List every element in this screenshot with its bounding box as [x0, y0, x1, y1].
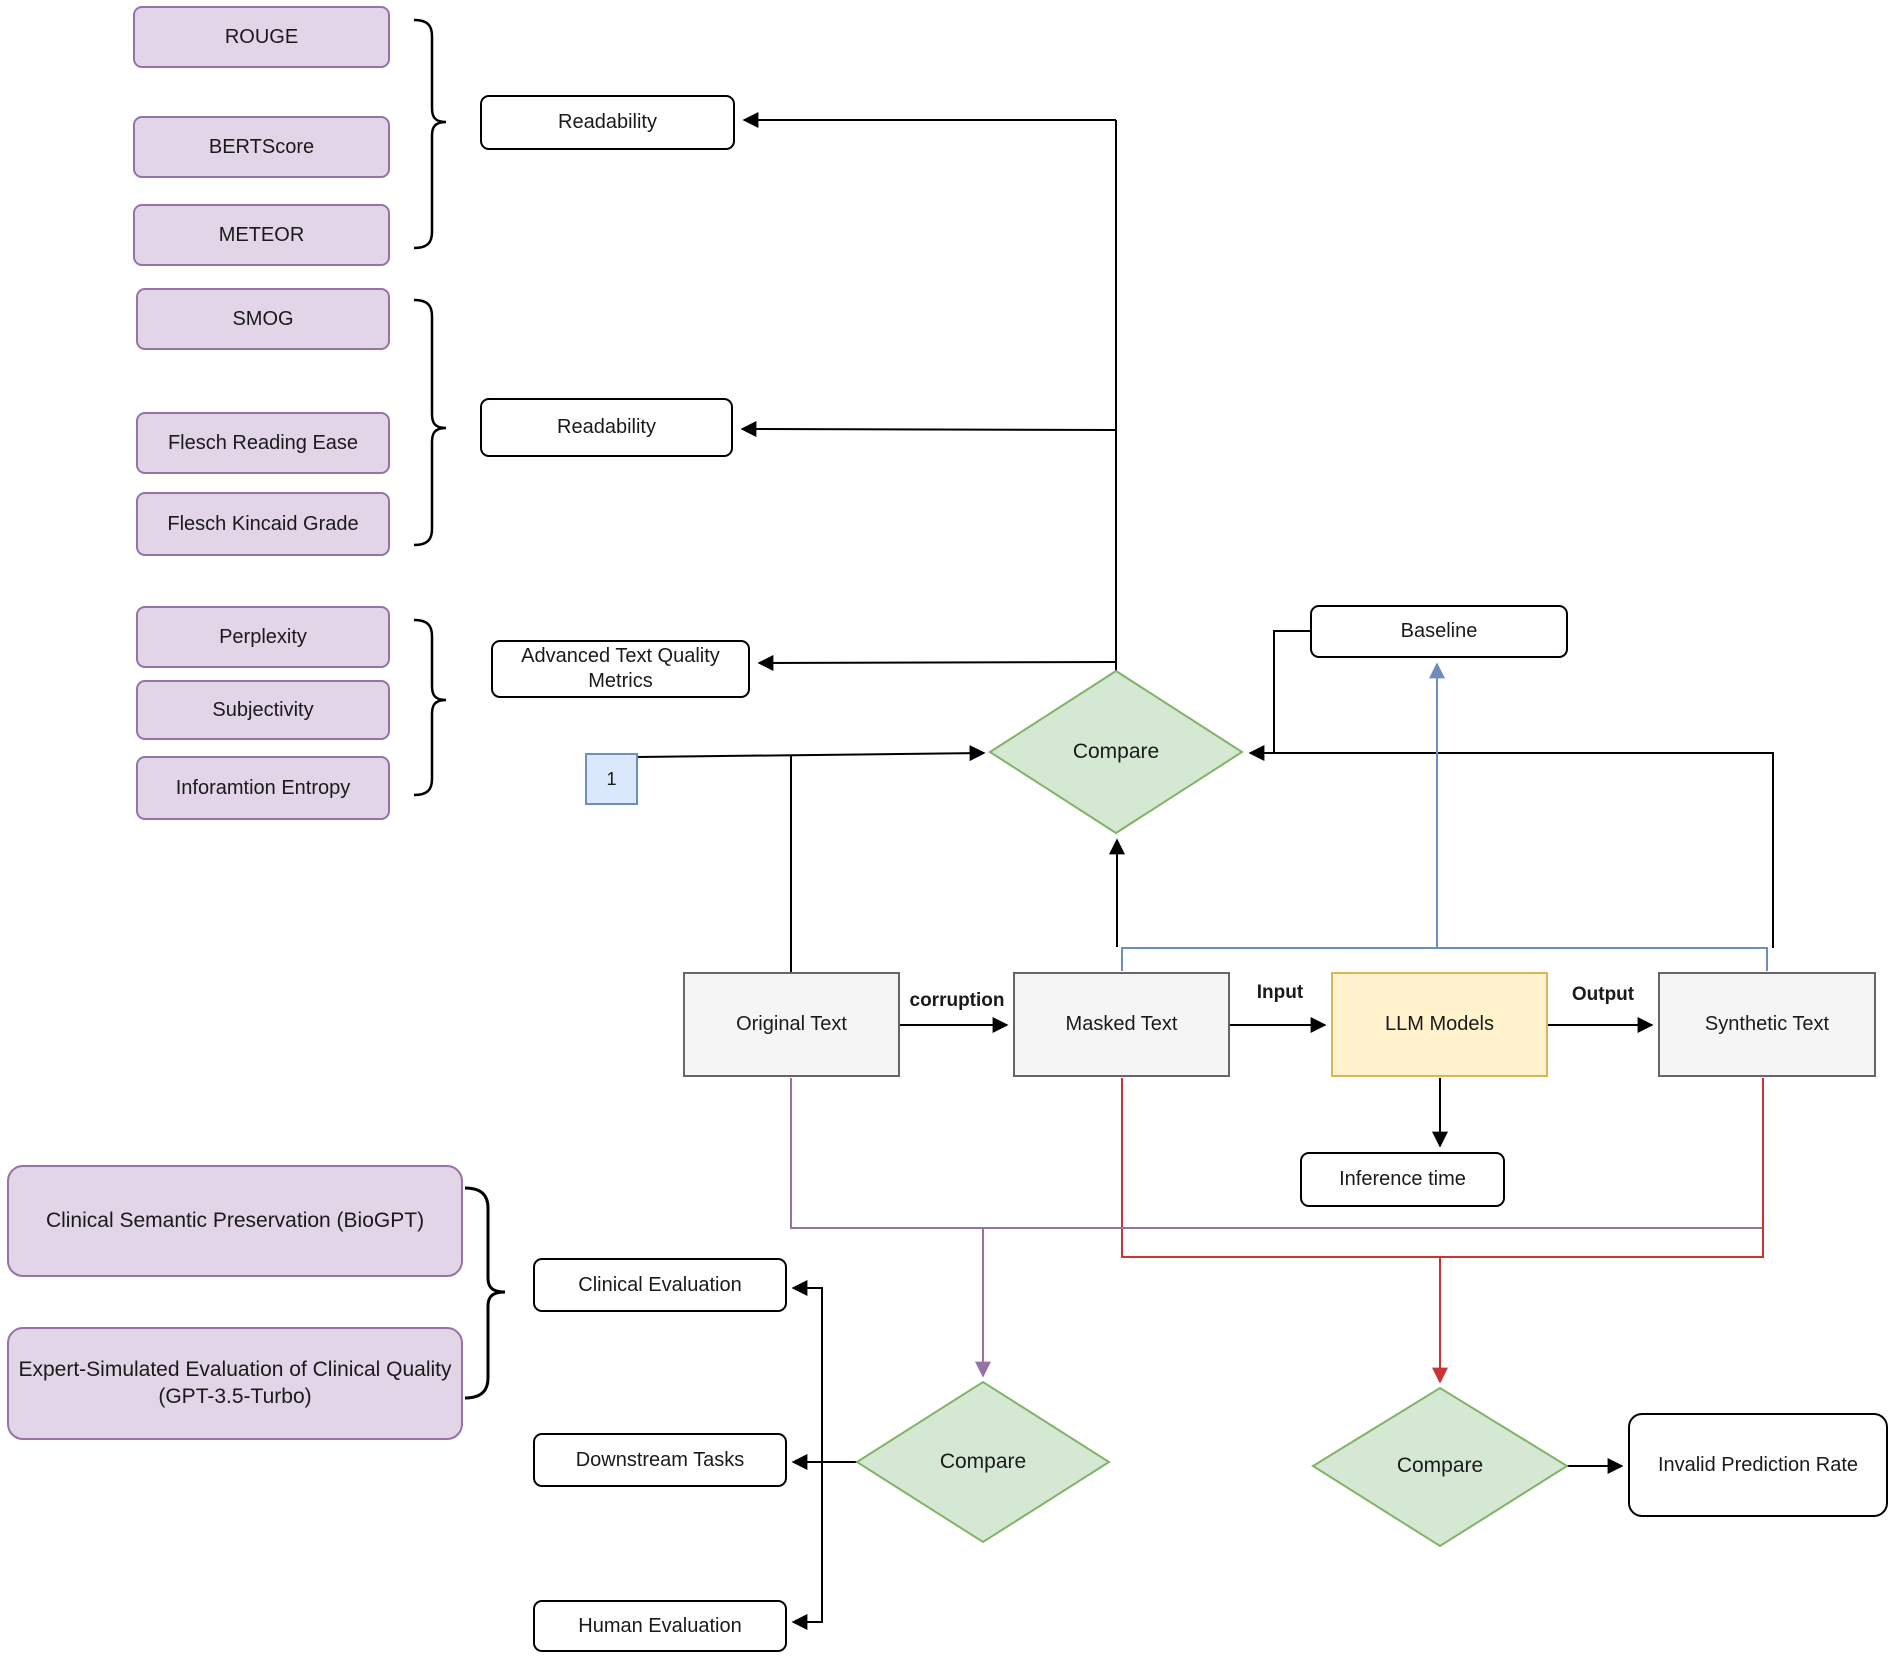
node-marker-1: 1 [585, 753, 638, 805]
node-smog: SMOG [136, 288, 390, 350]
compare-bottom-right-diamond [1311, 1386, 1569, 1548]
edge-blue-u [1121, 947, 1768, 971]
edge-label-input: Input [1256, 982, 1304, 1003]
node-expert-simulated-evaluation: Expert-Simulated Evaluation of Clinical … [7, 1327, 463, 1440]
compare-top-label: Compare [1072, 740, 1160, 763]
edge-baseline-elbow [1273, 630, 1310, 752]
node-human-evaluation: Human Evaluation [533, 1600, 787, 1652]
brace-group-4 [464, 1186, 506, 1400]
brace-group-1 [413, 18, 447, 250]
node-subjectivity: Subjectivity [136, 680, 390, 740]
node-llm-models: LLM Models [1331, 972, 1548, 1077]
node-masked-text: Masked Text [1013, 972, 1230, 1077]
node-advanced-text-quality-metrics: Advanced Text Quality Metrics [491, 640, 750, 698]
node-flesch-kincaid-grade: Flesch Kincaid Grade [136, 492, 390, 556]
node-perplexity: Perplexity [136, 606, 390, 668]
node-flesch-reading-ease: Flesch Reading Ease [136, 412, 390, 474]
node-readability-1: Readability [480, 95, 735, 150]
node-meteor: METEOR [133, 204, 390, 266]
edge-to-readability-2 [740, 421, 1117, 438]
edge-compare-to-clinical [791, 1280, 823, 1462]
edge-synthetic-to-compare [1248, 745, 1774, 948]
node-original-text: Original Text [683, 972, 900, 1077]
node-baseline: Baseline [1310, 605, 1568, 658]
edge-label-output: Output [1571, 984, 1635, 1005]
node-information-entropy: Inforamtion Entropy [136, 756, 390, 820]
node-rouge: ROUGE [133, 6, 390, 68]
node-bertscore: BERTScore [133, 116, 390, 178]
node-downstream-tasks: Downstream Tasks [533, 1433, 787, 1487]
node-clinical-evaluation: Clinical Evaluation [533, 1258, 787, 1312]
node-invalid-prediction-rate: Invalid Prediction Rate [1628, 1413, 1888, 1517]
edge-to-atqm [757, 654, 1117, 671]
compare-bottom-left-diamond [855, 1380, 1111, 1544]
edge-marker1-to-compare [637, 745, 986, 762]
brace-group-3 [413, 618, 447, 797]
node-readability-2: Readability [480, 398, 733, 457]
edge-purple-line [790, 1078, 1762, 1229]
brace-group-2 [413, 298, 447, 547]
compare-bottom-right-label: Compare [1396, 1454, 1484, 1477]
node-synthetic-text: Synthetic Text [1658, 972, 1876, 1077]
compare-top-diamond [988, 669, 1244, 835]
edge-label-corruption: corruption [909, 990, 1005, 1011]
edge-compare-to-human [791, 1462, 823, 1630]
node-clinical-semantic-preservation: Clinical Semantic Preservation (BioGPT) [7, 1165, 463, 1277]
edge-red-u [1121, 1078, 1764, 1258]
node-inference-time: Inference time [1300, 1152, 1505, 1207]
compare-bottom-left-label: Compare [939, 1450, 1027, 1473]
